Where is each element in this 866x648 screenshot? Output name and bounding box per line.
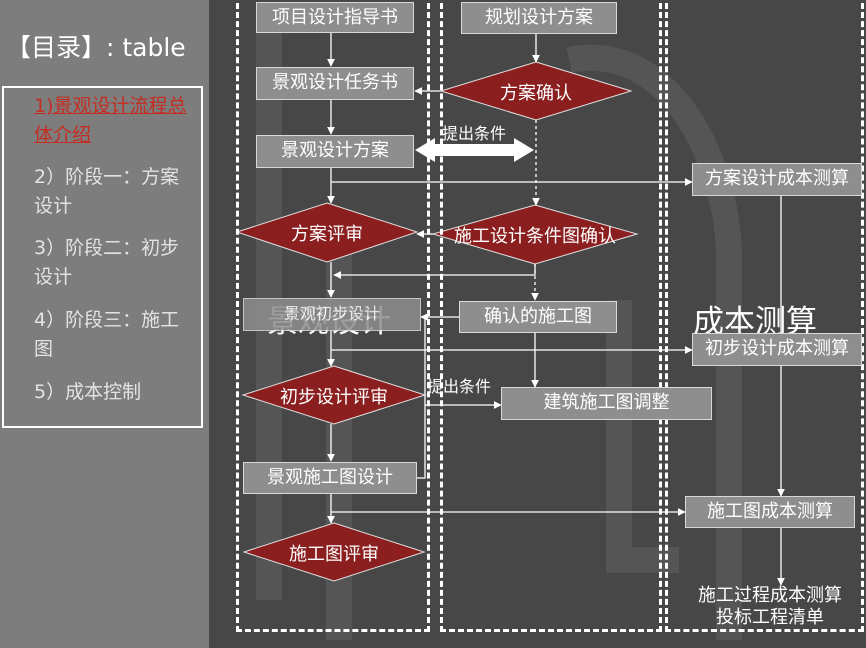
toc-list: 1)景观设计流程总体介绍 2）阶段一：方案设计 3）阶段二：初步设计 4）阶段三… bbox=[2, 86, 203, 428]
decision-d5[interactable]: 施工图评审 bbox=[289, 544, 379, 565]
toc-item-stage-3[interactable]: 4）阶段三：施工图 bbox=[34, 309, 180, 360]
double-arrow-shape bbox=[415, 138, 534, 162]
node-n11[interactable]: 施工图成本测算 bbox=[685, 496, 855, 528]
decision-d2-shape bbox=[235, 202, 419, 263]
node-n10[interactable]: 初步设计成本测算 bbox=[692, 333, 862, 366]
edge-label-raise-conditions-2: 提出条件 bbox=[427, 377, 492, 396]
toc-item-cost-control[interactable]: 5）成本控制 bbox=[34, 381, 142, 403]
node-n12: 施工过程成本测算 bbox=[698, 585, 842, 606]
node-n7[interactable]: 确认的施工图 bbox=[459, 301, 617, 333]
decision-d2[interactable]: 方案评审 bbox=[291, 224, 363, 245]
toc-item-overview[interactable]: 1)景观设计流程总体介绍 bbox=[34, 95, 187, 146]
flowchart: 景观设计 成本测算 项目设计指导书 景观设计任务书 景观设计方案 景观初步设计 … bbox=[209, 0, 866, 648]
node-n4[interactable]: 景观初步设计 bbox=[243, 298, 421, 331]
column-cost-frame bbox=[665, 0, 864, 632]
toc-item-stage-2[interactable]: 3）阶段二：初步设计 bbox=[34, 237, 180, 288]
node-n6[interactable]: 规划设计方案 bbox=[461, 2, 617, 34]
node-n8[interactable]: 建筑施工图调整 bbox=[501, 387, 712, 420]
decision-d4-shape bbox=[241, 365, 427, 425]
column-landscape-frame bbox=[236, 0, 430, 632]
flowchart-canvas bbox=[235, 30, 785, 640]
node-n12-n13[interactable]: 施工过程成本测算 投标工程清单 bbox=[685, 585, 855, 628]
decision-d1[interactable]: 方案确认 bbox=[500, 83, 572, 104]
node-n2[interactable]: 景观设计任务书 bbox=[256, 67, 414, 100]
column-planning-frame bbox=[440, 0, 662, 632]
toc-item-stage-1[interactable]: 2）阶段一：方案设计 bbox=[34, 166, 180, 217]
decision-d5-shape bbox=[242, 522, 426, 582]
decision-d3[interactable]: 施工设计条件图确认 bbox=[454, 226, 616, 247]
node-n1[interactable]: 项目设计指导书 bbox=[256, 2, 414, 33]
node-n5[interactable]: 景观施工图设计 bbox=[243, 462, 417, 494]
node-n9[interactable]: 方案设计成本测算 bbox=[692, 163, 862, 196]
node-n3[interactable]: 景观设计方案 bbox=[256, 135, 414, 168]
toc-sidebar: 【目录】: table 1)景观设计流程总体介绍 2）阶段一：方案设计 3）阶段… bbox=[0, 0, 209, 648]
edge-n5-d4-feedback bbox=[417, 316, 426, 479]
edge-d3-return bbox=[333, 264, 536, 279]
node-n13: 投标工程清单 bbox=[716, 607, 824, 628]
edge-label-raise-conditions-1: 提出条件 bbox=[442, 124, 507, 143]
toc-title: 【目录】: table bbox=[6, 33, 186, 62]
decision-d4[interactable]: 初步设计评审 bbox=[280, 387, 388, 408]
